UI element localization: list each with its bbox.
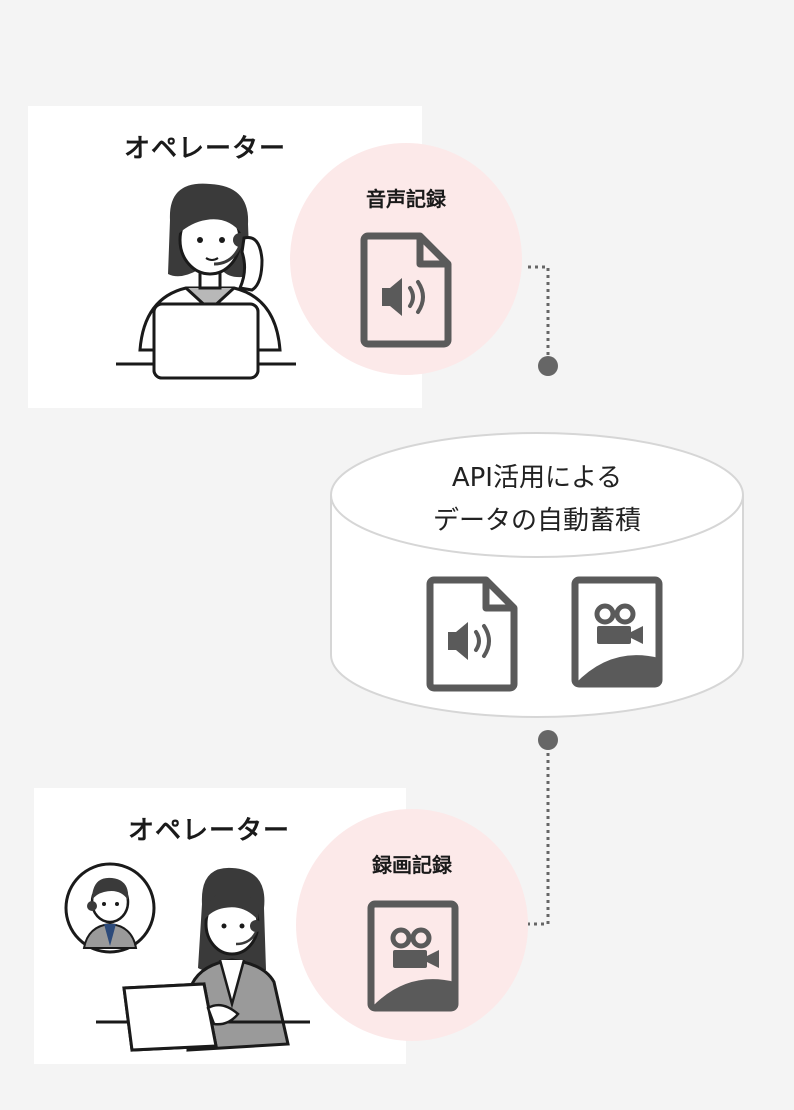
storage-video-file-icon (571, 576, 663, 688)
operator-label-top: オペレーター (124, 134, 287, 164)
video-file-icon (367, 900, 459, 1012)
audio-file-icon (360, 232, 452, 348)
connector-bottom (528, 746, 550, 926)
storage-title-line2: データの自動蓄積 (432, 506, 641, 536)
audio-record-label: 音声記録 (366, 187, 446, 211)
audio-record-bubble (290, 143, 522, 375)
customer-avatar (64, 862, 156, 954)
video-record-label: 録画記録 (372, 853, 452, 877)
storage-audio-file-icon (426, 576, 518, 692)
connector-top-dot (538, 356, 558, 376)
storage-title-line1: API活用による (451, 463, 623, 493)
operator-label-bottom: オペレーター (128, 816, 291, 846)
operator-suit-illustration (96, 867, 310, 1052)
connector-bottom-dot (538, 730, 558, 750)
operator-headset-illustration (116, 183, 296, 380)
